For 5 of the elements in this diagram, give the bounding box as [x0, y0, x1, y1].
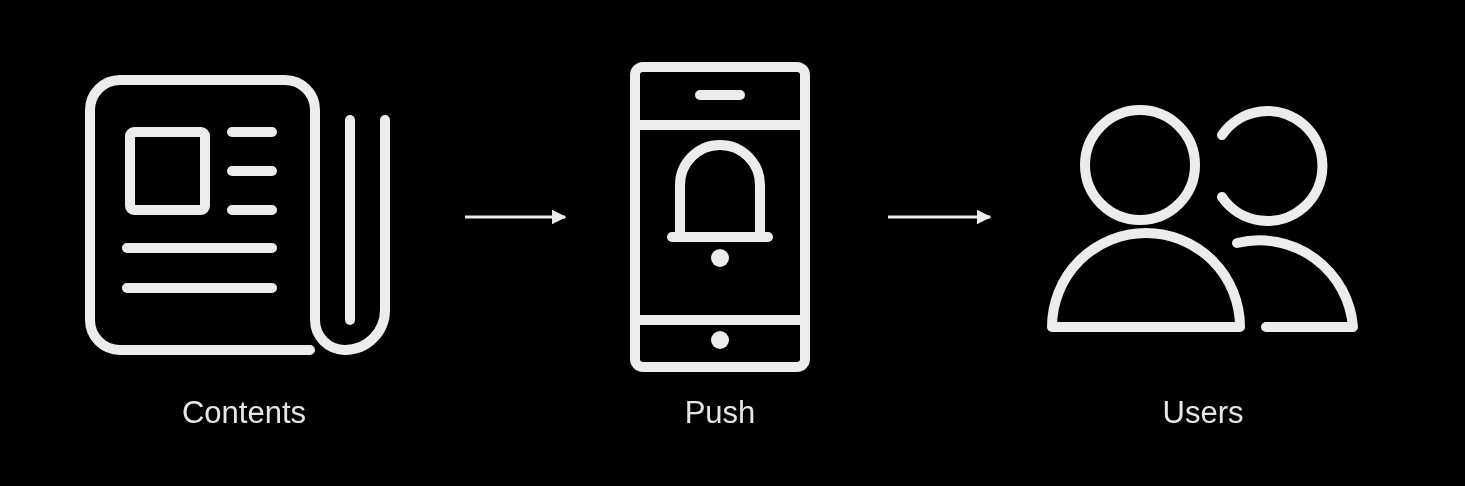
arrow [465, 209, 567, 225]
node-label: Users [1162, 395, 1244, 431]
node-label: Push [684, 395, 756, 431]
arrow [888, 209, 992, 225]
node-label: Contents [181, 395, 307, 431]
